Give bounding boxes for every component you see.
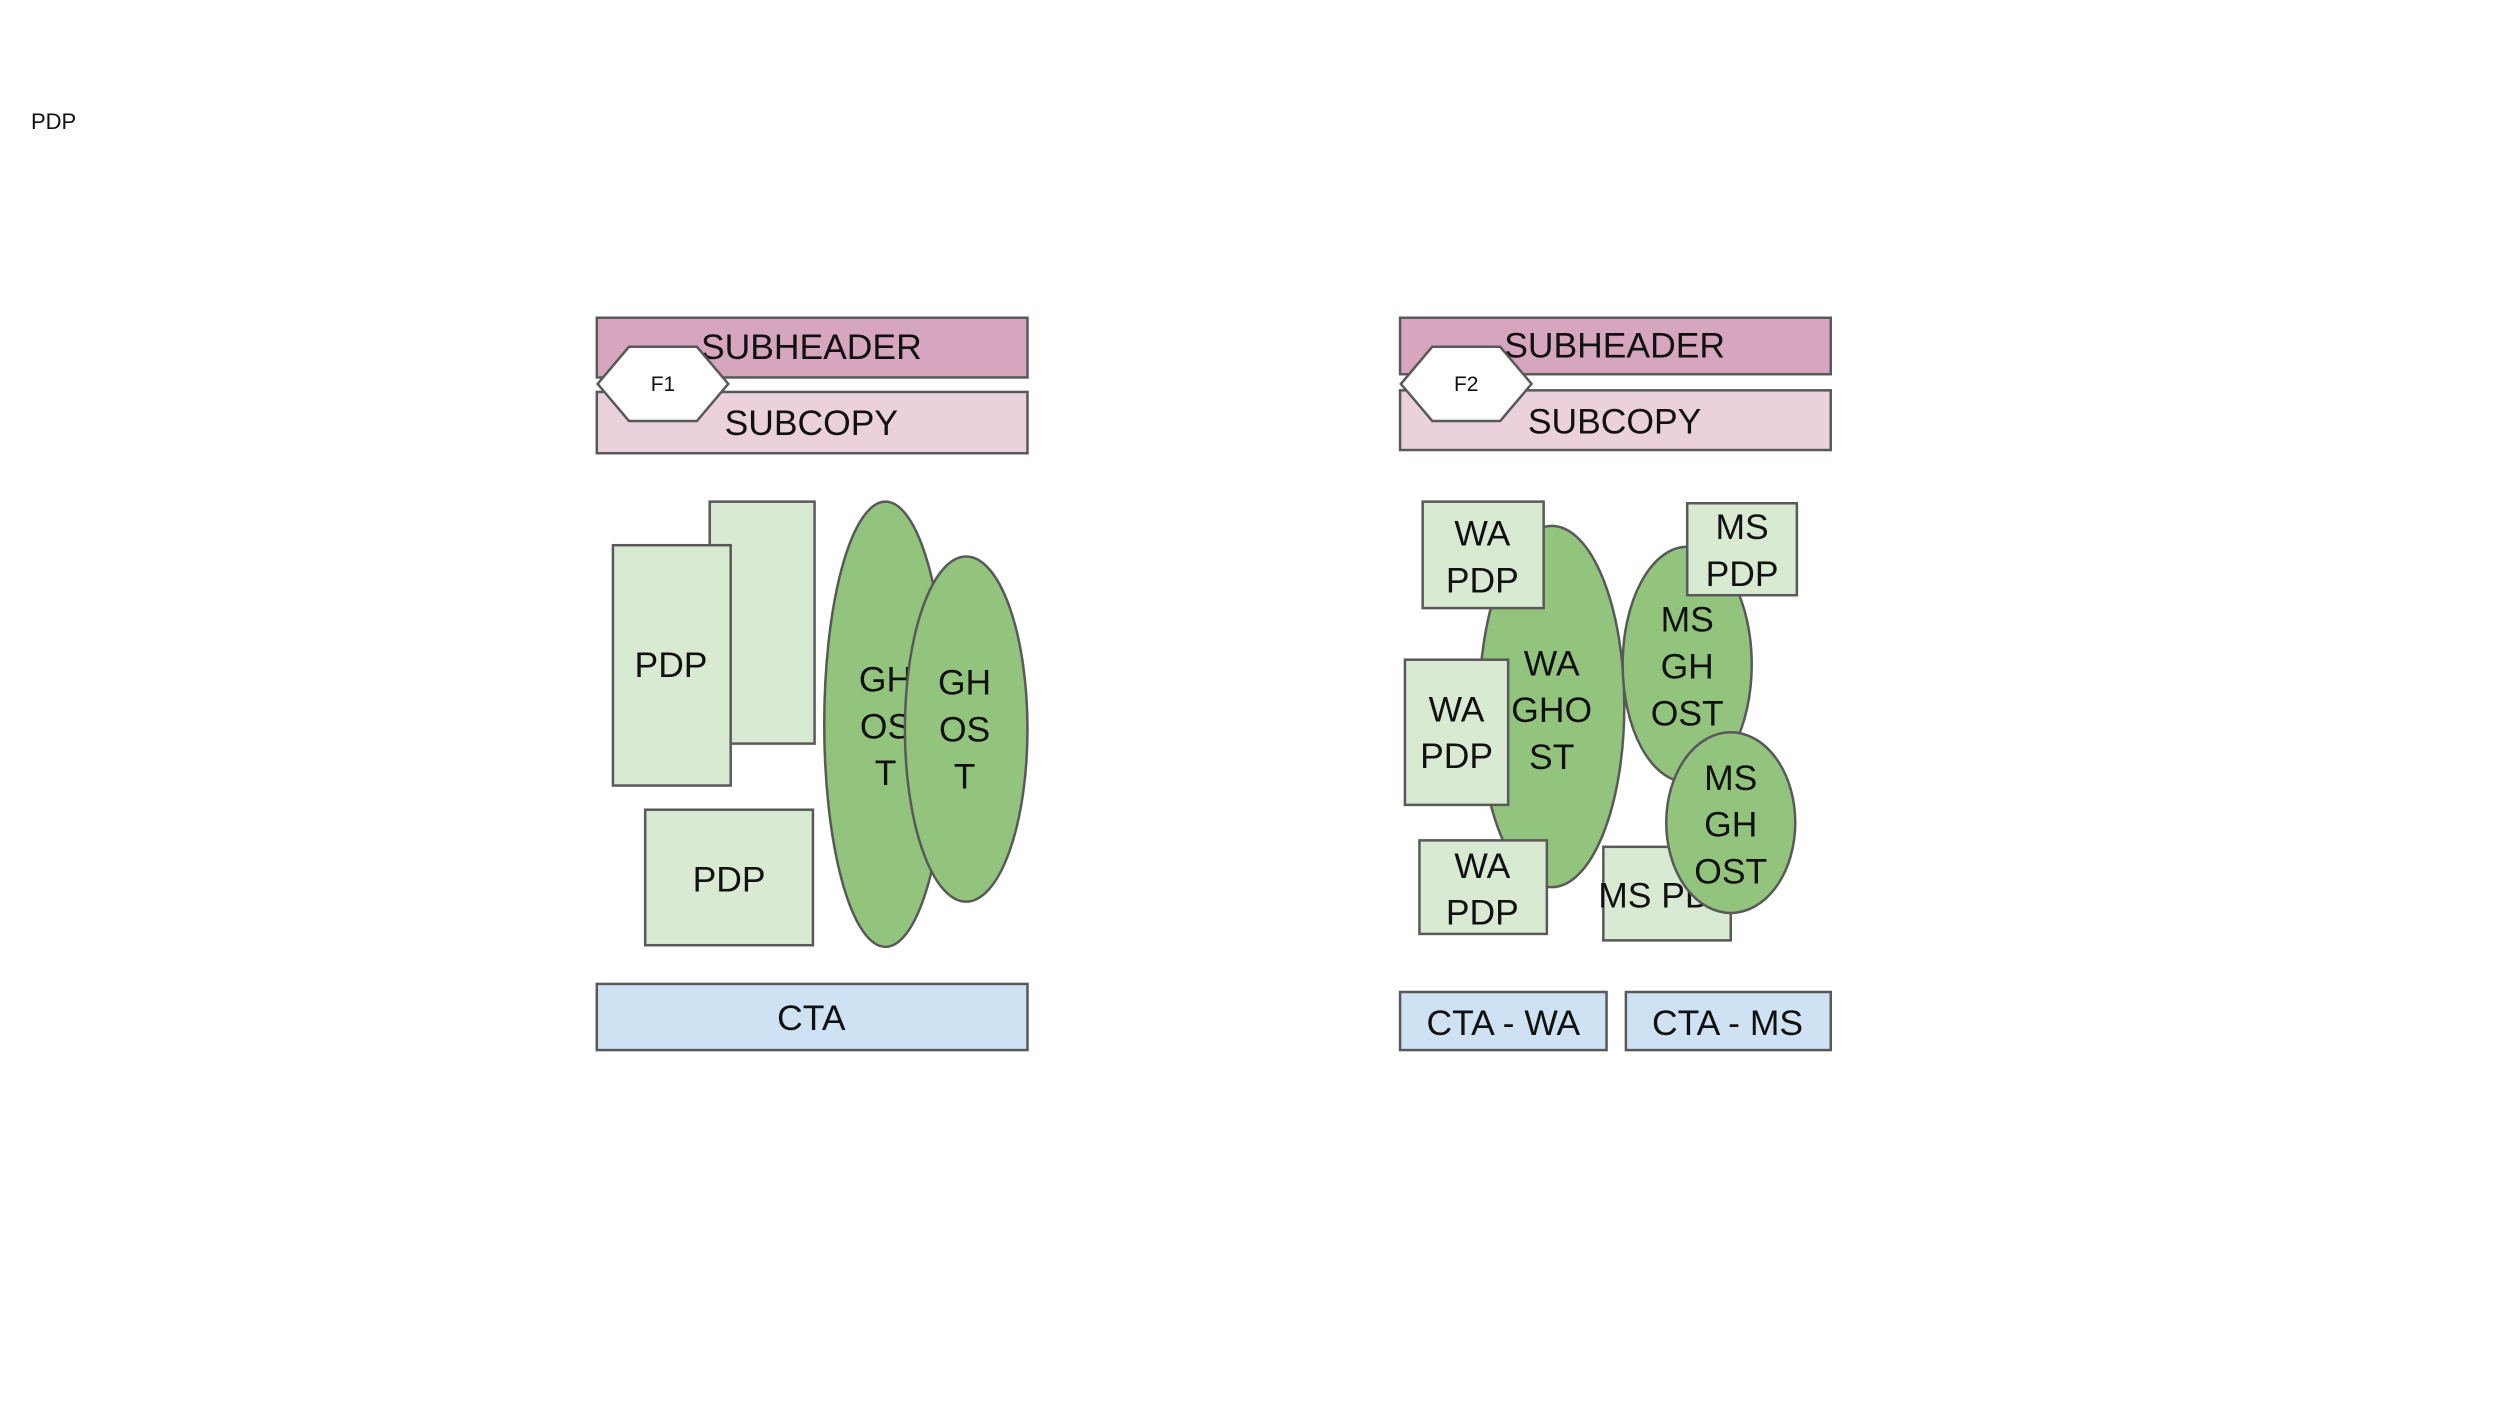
f2-ms-pdp-top-label: MS PDP (1706, 507, 1779, 594)
f2-ms-pdp-top-label-line: MS (1715, 507, 1768, 547)
page-title: PDP (31, 109, 77, 134)
f1-cta-label: CTA (777, 998, 846, 1038)
f2-wa-ghost-label: WA GHO ST (1511, 643, 1592, 777)
f2-wa-ghost-label-line: WA (1524, 643, 1580, 683)
f2-wa-pdp-top-label: WA PDP (1446, 513, 1519, 600)
f2-wa-pdp-top-label-line: WA (1454, 513, 1510, 553)
f2-ms-ghost-bottom-label: MS GH OST (1694, 758, 1767, 892)
f1-ghost-left-label-line: OS (860, 706, 911, 746)
f1-pdp-front-label: PDP (635, 645, 708, 685)
f2-ms-pdp-top-label-line: PDP (1706, 554, 1779, 594)
f1-subcopy-label-line: SUBCOPY (725, 403, 898, 443)
f1-subcopy-label: SUBCOPY (725, 403, 898, 443)
f2-cta-ms-bar (1624, 990, 1833, 1052)
f2-badge-hexagon (1399, 345, 1534, 423)
f2-ms-ghost-bottom-label-line: GH (1704, 805, 1757, 845)
f2-wa-pdp-mid-label-line: WA (1429, 689, 1485, 729)
f1-subheader-label-line: SUBHEADER (701, 327, 922, 367)
f2-ms-ghost-bottom-label-line: MS (1704, 758, 1757, 798)
f2-cta-ms-label-line: CTA - MS (1652, 1003, 1803, 1043)
f2-subcopy-label: SUBCOPY (1528, 401, 1701, 441)
f2-wa-pdp-bottom-box (1418, 839, 1549, 936)
f2-ms-ghost-bottom-ellipse (1664, 731, 1797, 915)
f1-pdp-front-label-line: PDP (635, 645, 708, 685)
f2-wa-ghost-label-line: GHO (1511, 690, 1592, 730)
f2-wa-pdp-top-box (1421, 500, 1545, 610)
f1-ghost-left-label-line: GH (859, 659, 912, 699)
f1-ghost-left-label: GH OS T (859, 659, 912, 793)
f1-ghost-right-label: GH OS T (938, 663, 991, 797)
f2-wa-pdp-mid-label-line: PDP (1420, 736, 1493, 776)
f1-ghost-right-ellipse (903, 555, 1029, 903)
f2-badge-label: F2 (1454, 373, 1478, 396)
f2-subcopy-label-line: SUBCOPY (1528, 401, 1701, 441)
f1-badge-label: F1 (651, 373, 675, 396)
f2-wa-pdp-mid-label: WA PDP (1420, 689, 1493, 776)
f2-wa-pdp-top-label-line: PDP (1446, 560, 1519, 600)
f1-ghost-right-label-line: GH (938, 663, 991, 703)
f2-wa-pdp-bottom-label-line: PDP (1446, 893, 1519, 933)
f2-subheader-label-line: SUBHEADER (1504, 326, 1725, 366)
f1-ghost-right-label-line: OS (939, 709, 990, 749)
f2-wa-pdp-mid-box (1403, 658, 1510, 807)
f1-ghost-right-label-line: T (954, 756, 976, 796)
f2-ms-pdp-top-box (1685, 502, 1799, 597)
f2-wa-pdp-bottom-label-line: WA (1454, 846, 1510, 886)
f2-ms-ghost-top-label-line: MS (1661, 600, 1714, 640)
f1-pdp-bottom-box (643, 808, 815, 947)
f2-badge-label-line: F2 (1454, 373, 1478, 396)
f1-pdp-front-box (611, 543, 732, 787)
f2-ms-ghost-top-label: MS GH OST (1651, 600, 1724, 734)
f1-subheader-label: SUBHEADER (701, 327, 922, 367)
f1-pdp-bottom-label: PDP (693, 860, 766, 900)
f1-subcopy-bar (595, 390, 1029, 455)
f2-ms-ghost-top-label-line: GH (1661, 647, 1714, 687)
f2-subheader-label: SUBHEADER (1504, 326, 1725, 366)
f2-wa-ghost-label-line: ST (1529, 737, 1574, 777)
f1-cta-label-line: CTA (777, 998, 846, 1038)
f1-cta-bar (595, 982, 1029, 1052)
f2-wa-pdp-bottom-label: WA PDP (1446, 846, 1519, 933)
f2-ms-ghost-bottom-label-line: OST (1694, 852, 1767, 892)
f2-cta-wa-label: CTA - WA (1426, 1003, 1580, 1043)
f1-pdp-bottom-label-line: PDP (693, 860, 766, 900)
f2-cta-ms-label: CTA - MS (1652, 1003, 1803, 1043)
f1-badge-hexagon (595, 345, 730, 423)
f2-cta-wa-bar (1398, 990, 1608, 1052)
f2-cta-wa-label-line: CTA - WA (1426, 1003, 1580, 1043)
f1-ghost-left-label-line: T (875, 753, 897, 793)
f2-ms-ghost-top-label-line: OST (1651, 693, 1724, 733)
f1-badge-label-line: F1 (651, 373, 675, 396)
